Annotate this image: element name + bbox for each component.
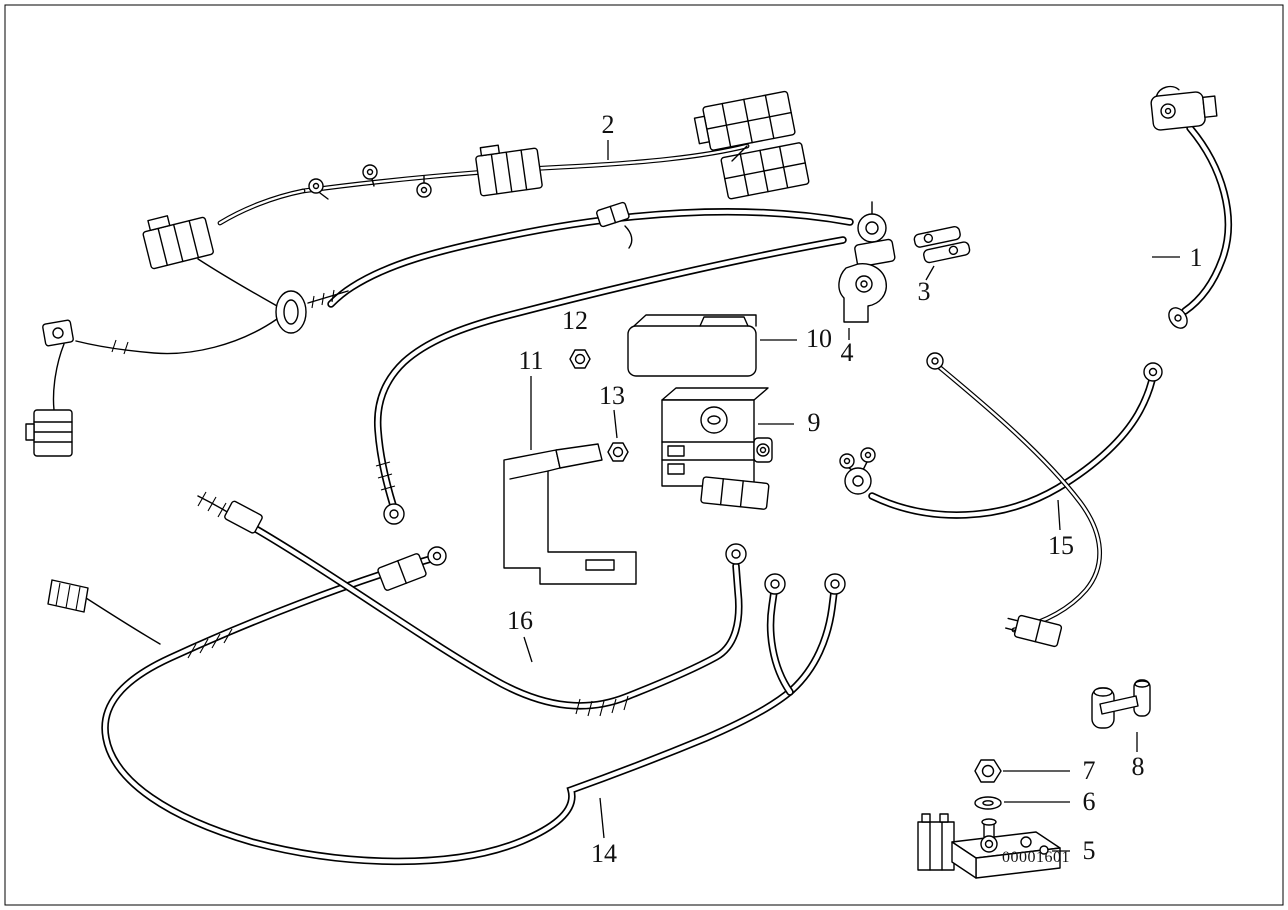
battery-cable-16	[197, 491, 747, 717]
callout-16: 16	[507, 606, 533, 635]
callout-1: 1	[1189, 243, 1203, 272]
callout-3: 3	[917, 277, 931, 306]
callout-2: 2	[601, 110, 615, 139]
junction-block-9	[661, 387, 773, 510]
battery-cable-14	[105, 546, 846, 861]
callout-7: 7	[1082, 756, 1096, 785]
sensor-cable-right	[926, 352, 1100, 648]
callout-4: 4	[840, 338, 854, 367]
battery-cable-15	[839, 362, 1163, 515]
battery-lead-1	[1150, 85, 1229, 329]
hex-nut-12	[569, 349, 591, 369]
terminal-cover-10	[627, 314, 757, 377]
callout-14: 14	[591, 839, 617, 868]
hex-nut-7	[974, 759, 1002, 783]
callout-9: 9	[807, 408, 821, 437]
protective-bracket-11	[503, 443, 637, 585]
callout-10: 10	[806, 324, 832, 353]
callout-8: 8	[1131, 752, 1145, 781]
callout-5: 5	[1082, 836, 1096, 865]
cable-holder-8	[1091, 679, 1151, 729]
hex-nut-13	[607, 442, 629, 462]
cable-clamp-3	[913, 225, 971, 264]
page-border	[4, 4, 1284, 906]
callout-15: 15	[1048, 531, 1074, 560]
ground-strap-left	[47, 579, 161, 645]
callout-13: 13	[599, 381, 625, 410]
drawing-number: 00001601	[1002, 849, 1070, 866]
wiring-harness-2	[25, 90, 810, 457]
callout-leader-lines	[523, 140, 1180, 852]
callout-12: 12	[562, 306, 588, 335]
callout-11: 11	[518, 346, 544, 375]
distribution-block-5	[917, 813, 1061, 879]
cable-holder-4	[838, 263, 887, 323]
battery-cable-pair	[331, 201, 896, 525]
washer-6	[974, 796, 1002, 810]
callout-6: 6	[1082, 787, 1096, 816]
